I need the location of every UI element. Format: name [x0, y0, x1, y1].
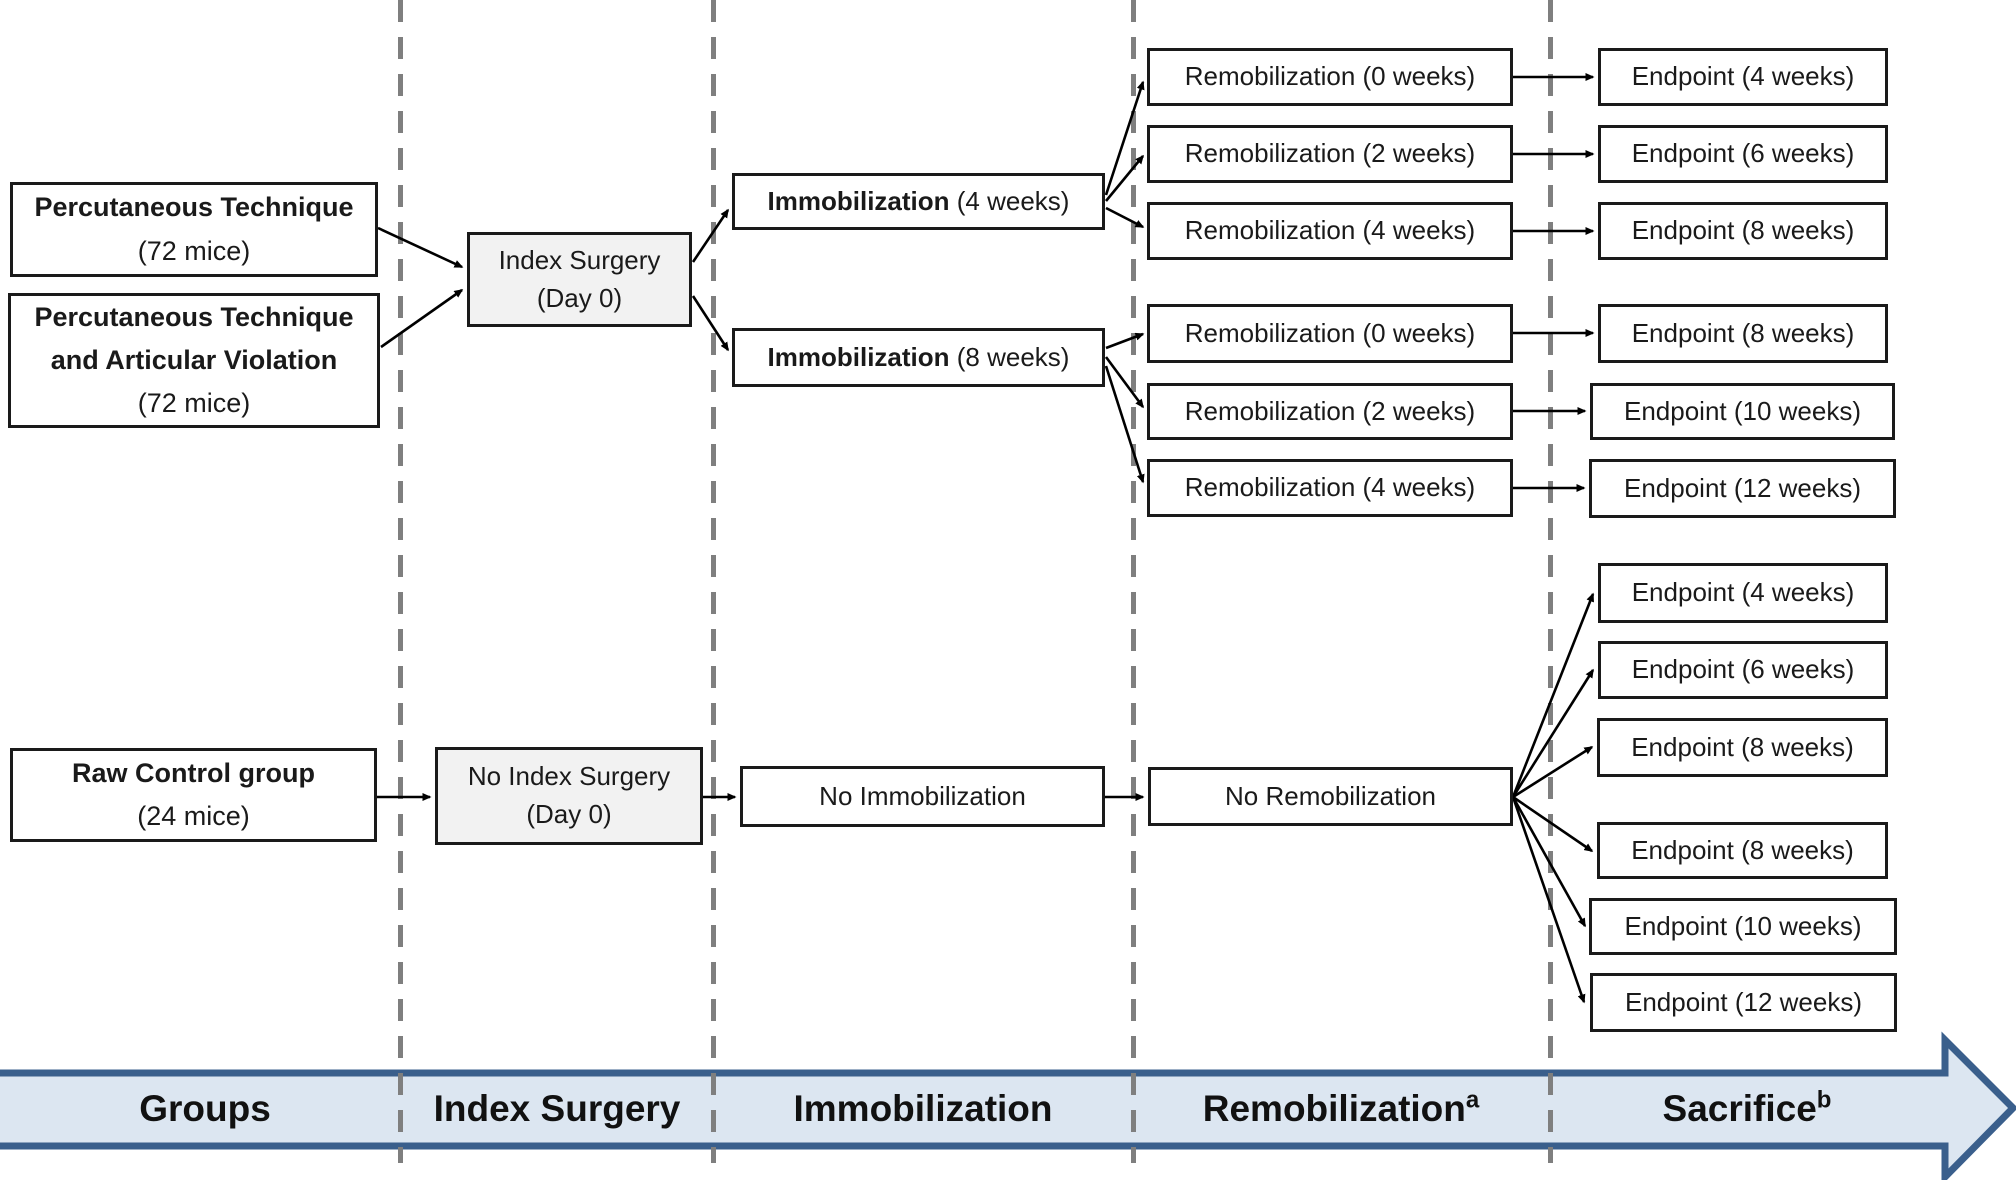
node-endpoint-g2-10w-line: Endpoint (10 weeks)	[1623, 395, 1862, 426]
node-remobilization-g1-0w: Remobilization (0 weeks)	[1147, 48, 1513, 106]
lane-divider-3	[1131, 0, 1136, 1163]
node-endpoint-g1-4w: Endpoint (4 weeks)	[1598, 48, 1888, 106]
node-remobilization-g2-2w-line: Remobilization (2 weeks)	[1184, 395, 1476, 426]
node-group-percutaneous-articular: Percutaneous Technique and Articular Viol…	[8, 293, 380, 428]
node-endpoint-ctrl-12w: Endpoint (12 weeks)	[1590, 973, 1897, 1032]
node-no-index-surgery: No Index Surgery (Day 0)	[435, 747, 703, 845]
node-endpoint-ctrl-8w2: Endpoint (8 weeks)	[1597, 822, 1888, 879]
node-endpoint-ctrl-6w-line: Endpoint (6 weeks)	[1631, 654, 1855, 685]
node-group-percutaneous-articular-line: (72 mice)	[137, 388, 251, 419]
node-endpoint-g2-10w: Endpoint (10 weeks)	[1590, 383, 1895, 440]
node-endpoint-g1-6w: Endpoint (6 weeks)	[1598, 125, 1888, 183]
node-group-percutaneous: Percutaneous Technique (72 mice)	[10, 182, 378, 277]
node-endpoint-ctrl-6w: Endpoint (6 weeks)	[1598, 641, 1888, 699]
lane-divider-2	[711, 0, 716, 1163]
node-immobilization-8w: Immobilization (8 weeks)	[732, 328, 1105, 387]
node-endpoint-ctrl-12w-line: Endpoint (12 weeks)	[1624, 986, 1863, 1017]
node-group-percutaneous-articular-line: and Articular Violation	[50, 344, 338, 375]
node-immobilization-8w-line: Immobilization (8 weeks)	[767, 341, 1070, 372]
node-remobilization-g2-2w: Remobilization (2 weeks)	[1147, 383, 1513, 440]
node-endpoint-ctrl-10w: Endpoint (10 weeks)	[1589, 898, 1897, 955]
node-endpoint-g1-6w-line: Endpoint (6 weeks)	[1631, 138, 1855, 169]
node-remobilization-g2-0w: Remobilization (0 weeks)	[1147, 304, 1513, 363]
node-endpoint-g2-8w-line: Endpoint (8 weeks)	[1631, 317, 1855, 348]
node-immobilization-4w: Immobilization (4 weeks)	[732, 173, 1105, 230]
node-group-percutaneous-line: (72 mice)	[137, 235, 251, 266]
node-group-raw-control-line: Raw Control group	[72, 757, 315, 788]
node-remobilization-g1-2w: Remobilization (2 weeks)	[1147, 125, 1513, 183]
node-remobilization-g1-0w-line: Remobilization (0 weeks)	[1184, 61, 1476, 92]
node-remobilization-g1-2w-line: Remobilization (2 weeks)	[1184, 138, 1476, 169]
node-index-surgery-line: (Day 0)	[536, 282, 623, 313]
node-group-percutaneous-articular-line: Percutaneous Technique	[34, 301, 354, 332]
node-endpoint-g1-8w-line: Endpoint (8 weeks)	[1631, 215, 1855, 246]
node-no-immobilization: No Immobilization	[740, 766, 1105, 827]
node-endpoint-g2-12w-line: Endpoint (12 weeks)	[1623, 472, 1862, 503]
node-endpoint-g2-12w: Endpoint (12 weeks)	[1589, 459, 1896, 518]
node-remobilization-g2-4w: Remobilization (4 weeks)	[1147, 459, 1513, 517]
lane-label-index-surgery: Index Surgery	[433, 1088, 681, 1129]
node-endpoint-ctrl-8w: Endpoint (8 weeks)	[1597, 718, 1888, 777]
node-endpoint-ctrl-4w-line: Endpoint (4 weeks)	[1631, 577, 1855, 608]
lane-divider-4	[1548, 0, 1553, 1163]
node-remobilization-g1-4w: Remobilization (4 weeks)	[1147, 202, 1513, 260]
node-remobilization-g2-4w-line: Remobilization (4 weeks)	[1184, 472, 1476, 503]
node-no-remobilization: No Remobilization	[1148, 767, 1513, 826]
node-endpoint-ctrl-4w: Endpoint (4 weeks)	[1598, 563, 1888, 623]
lane-label-remobilization: Remobilizationa	[1202, 1086, 1480, 1129]
lane-label-footnote-marker: b	[1816, 1086, 1832, 1114]
node-immobilization-4w-line: Immobilization (4 weeks)	[767, 185, 1070, 216]
lane-label-footnote-marker: a	[1465, 1086, 1480, 1114]
lane-label-sacrifice: Sacrificeb	[1662, 1086, 1832, 1129]
node-index-surgery-line: Index Surgery	[498, 244, 661, 275]
node-endpoint-g2-8w: Endpoint (8 weeks)	[1598, 304, 1888, 363]
node-remobilization-g2-0w-line: Remobilization (0 weeks)	[1184, 317, 1476, 348]
node-endpoint-ctrl-8w2-line: Endpoint (8 weeks)	[1631, 834, 1854, 865]
node-index-surgery: Index Surgery (Day 0)	[467, 232, 692, 327]
lane-divider-1	[398, 0, 403, 1163]
node-endpoint-g1-4w-line: Endpoint (4 weeks)	[1631, 61, 1855, 92]
node-endpoint-g1-8w: Endpoint (8 weeks)	[1598, 202, 1888, 260]
lane-label-immobilization: Immobilization	[793, 1088, 1053, 1129]
node-no-index-surgery-line: No Index Surgery	[467, 761, 671, 792]
node-no-index-surgery-line: (Day 0)	[526, 799, 612, 829]
lane-label-groups: Groups	[139, 1088, 271, 1129]
node-remobilization-g1-4w-line: Remobilization (4 weeks)	[1184, 215, 1476, 246]
node-endpoint-ctrl-10w-line: Endpoint (10 weeks)	[1624, 910, 1862, 941]
node-no-immobilization-line: No Immobilization	[819, 780, 1026, 811]
node-group-raw-control-line: (24 mice)	[137, 801, 250, 831]
node-group-percutaneous-line: Percutaneous Technique	[34, 192, 354, 223]
node-no-remobilization-line: No Remobilization	[1225, 780, 1436, 811]
node-endpoint-ctrl-8w-line: Endpoint (8 weeks)	[1631, 731, 1854, 762]
node-group-raw-control: Raw Control group (24 mice)	[10, 748, 377, 842]
